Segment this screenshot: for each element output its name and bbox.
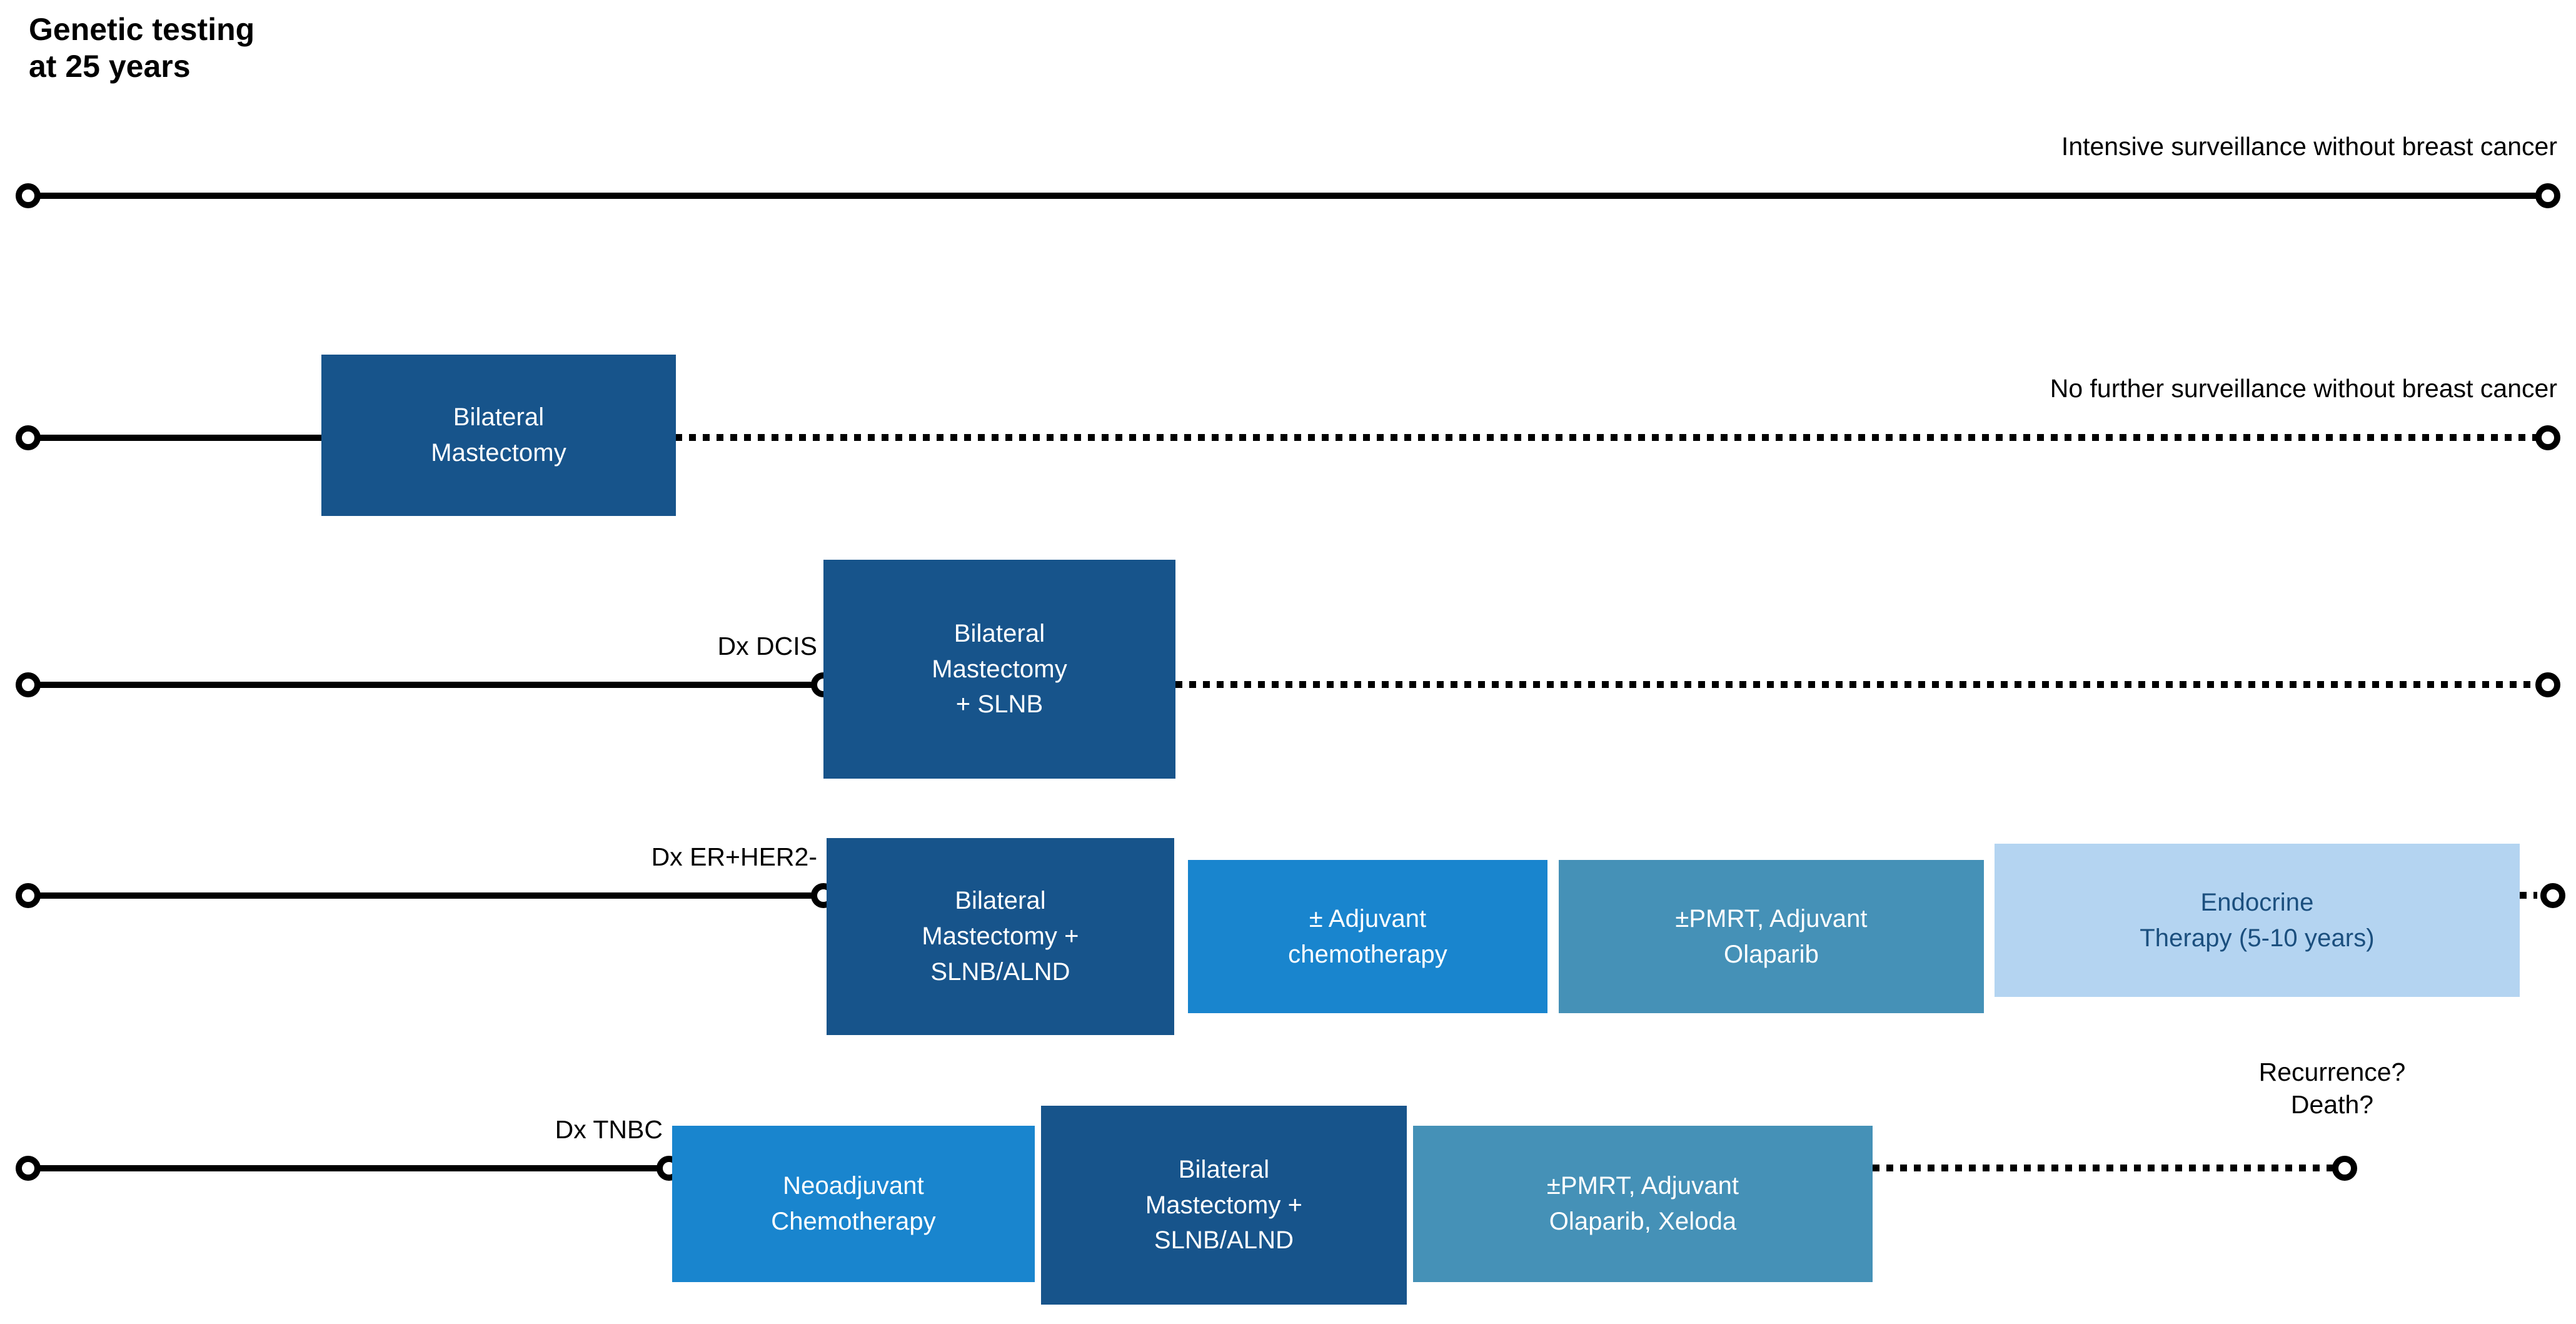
- treatment-box[interactable]: Endocrine Therapy (5-10 years): [1995, 844, 2520, 997]
- row-end-label: Recurrence? Death?: [2258, 1058, 2406, 1119]
- treatment-box[interactable]: ± Adjuvant chemotherapy: [1188, 860, 1547, 1013]
- dx-label: Dx DCIS: [717, 632, 817, 660]
- row-end-label: No further surveillance without breast c…: [2050, 374, 2557, 403]
- timeline-start-node[interactable]: [16, 672, 41, 697]
- timeline-line-solid: [28, 892, 835, 899]
- treatment-box[interactable]: Bilateral Mastectomy: [321, 355, 676, 516]
- timeline-line-solid: [28, 193, 2548, 199]
- treatment-box[interactable]: ±PMRT, Adjuvant Olaparib, Xeloda: [1413, 1126, 1873, 1282]
- timeline-start-node[interactable]: [16, 425, 41, 450]
- timeline-start-node[interactable]: [16, 1156, 41, 1181]
- timeline-end-node[interactable]: [2535, 183, 2560, 208]
- treatment-box[interactable]: Bilateral Mastectomy + SLNB/ALND: [827, 838, 1174, 1035]
- dx-label: Dx TNBC: [555, 1115, 663, 1144]
- treatment-box[interactable]: Bilateral Mastectomy + SLNB: [823, 560, 1175, 779]
- timeline-start-node[interactable]: [16, 883, 41, 908]
- timeline-end-node[interactable]: [2540, 883, 2565, 908]
- timeline-start-node[interactable]: [16, 183, 41, 208]
- timeline-line-solid: [28, 1165, 660, 1171]
- dx-label: Dx ER+HER2-: [651, 842, 817, 871]
- page-title: Genetic testing at 25 years: [29, 12, 255, 84]
- treatment-box[interactable]: Neoadjuvant Chemotherapy: [672, 1126, 1035, 1282]
- timeline-end-node[interactable]: [2535, 672, 2560, 697]
- timeline-end-node[interactable]: [2535, 425, 2560, 450]
- timeline-line-dotted: [2520, 892, 2537, 899]
- treatment-box[interactable]: Bilateral Mastectomy + SLNB/ALND: [1041, 1106, 1407, 1305]
- timeline-line-dotted: [675, 434, 2548, 441]
- row-end-label: Intensive surveillance without breast ca…: [2061, 132, 2557, 161]
- timeline-line-solid: [28, 435, 328, 441]
- timeline-line-solid: [28, 682, 832, 688]
- timeline-line-dotted: [1175, 681, 2551, 688]
- timeline-end-node[interactable]: [2332, 1156, 2357, 1181]
- timeline-line-dotted: [1873, 1165, 2345, 1171]
- treatment-box[interactable]: ±PMRT, Adjuvant Olaparib: [1559, 860, 1984, 1013]
